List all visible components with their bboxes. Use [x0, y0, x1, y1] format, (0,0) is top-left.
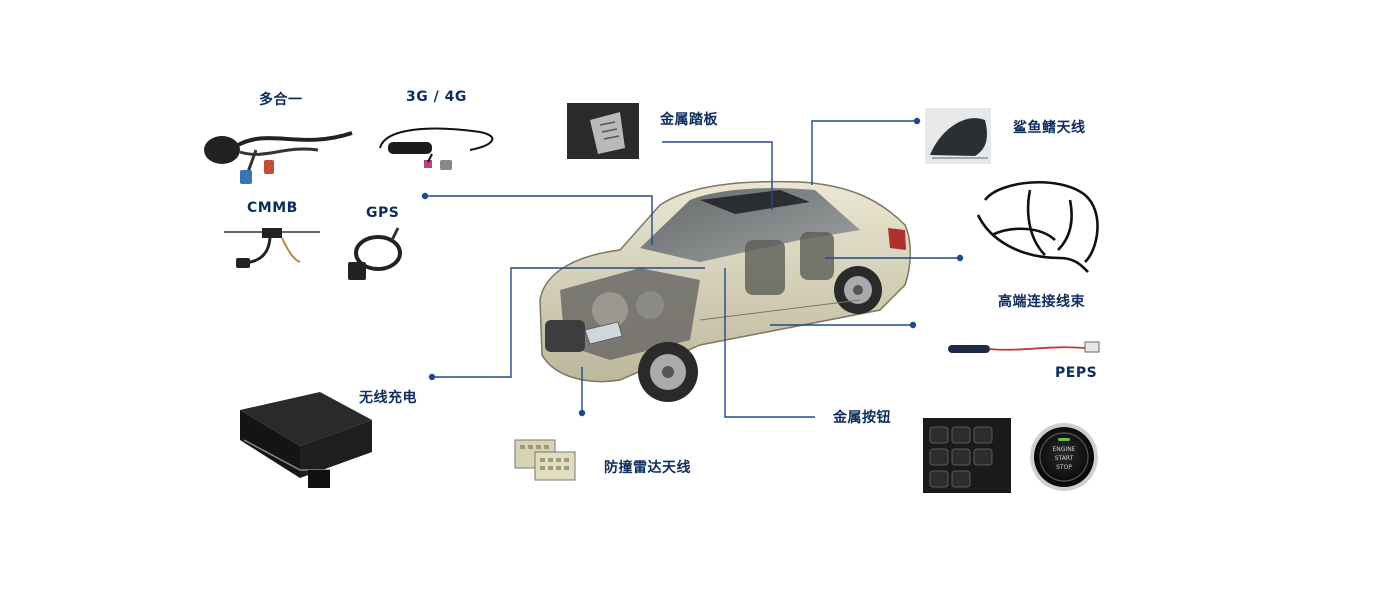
connector-pedal: [662, 141, 773, 210]
label-metal-pedal: 金属踏板: [660, 112, 718, 128]
wireless-charger-image: [240, 392, 372, 488]
start-label: START: [1055, 455, 1074, 462]
label-cmmb: CMMB: [247, 200, 298, 216]
radar-antenna-image: [514, 439, 576, 481]
label-shark-fin-antenna: 鲨鱼鳍天线: [1013, 120, 1086, 136]
stop-label: STOP: [1056, 464, 1072, 471]
wiring-harness-image: [976, 180, 1099, 273]
engine-label: ENGINE: [1053, 446, 1076, 453]
cmmb-antenna-image: [224, 228, 320, 268]
g34-antenna-image: [379, 127, 494, 170]
engine-start-button-image: [1030, 423, 1098, 491]
multi-antenna-image: [204, 131, 353, 184]
connector-wireless: [432, 267, 705, 378]
label-radar-antenna: 防撞雷达天线: [604, 460, 691, 476]
connector-shark-fin: [811, 120, 917, 185]
label-peps: PEPS: [1055, 365, 1098, 381]
metal-switch-panel-image: [923, 418, 1011, 493]
connector-gps: [425, 195, 653, 245]
label-gps: GPS: [366, 205, 400, 221]
metal-pedal-image: [567, 103, 639, 159]
connector-lines: [421, 117, 964, 418]
peps-antenna-image: [948, 341, 1100, 353]
label-metal-button: 金属按钮: [833, 410, 891, 426]
gps-antenna-image: [348, 227, 402, 280]
connector-button: [724, 268, 815, 418]
label-3g-4g: 3G / 4G: [406, 89, 467, 105]
label-multi-in-one: 多合一: [259, 92, 303, 108]
shark-fin-image: [925, 108, 991, 164]
label-wireless-charging: 无线充电: [359, 390, 417, 406]
label-wiring-harness: 高端连接线束: [998, 294, 1085, 310]
